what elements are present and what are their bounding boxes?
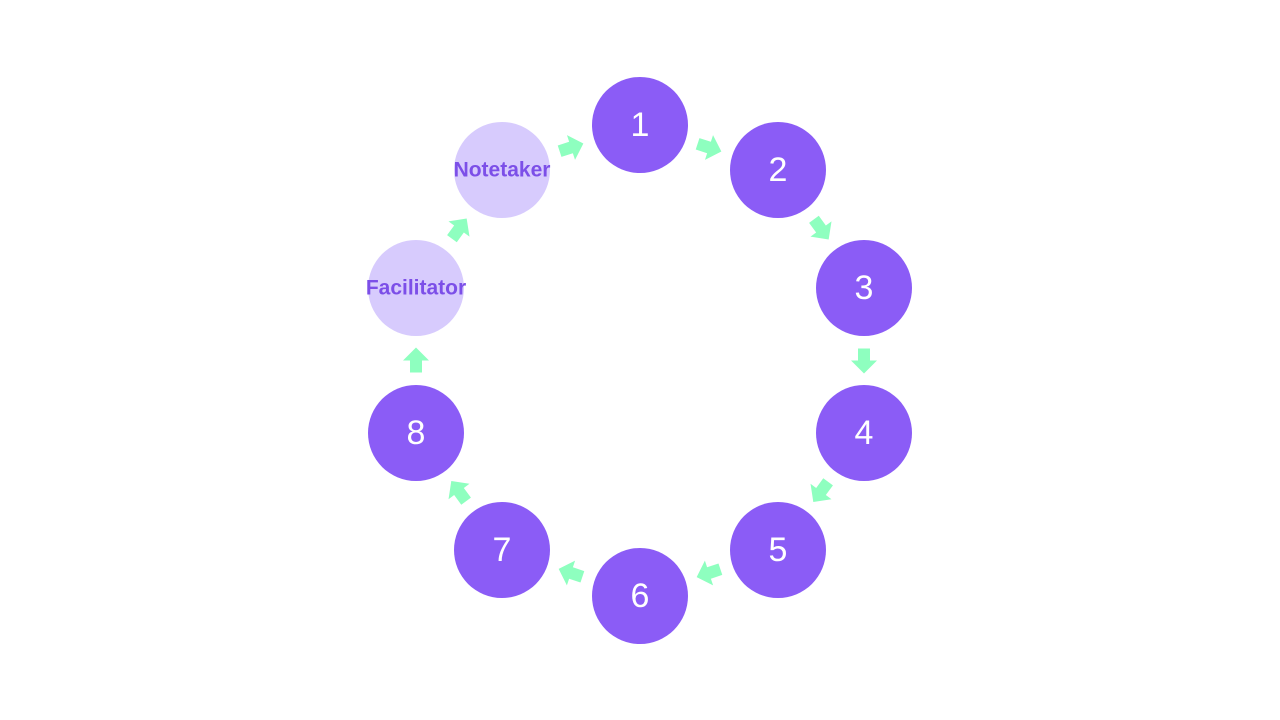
cycle-node-notetaker: Notetaker bbox=[454, 122, 551, 218]
flow-arrow-8 bbox=[403, 347, 429, 373]
arrows-layer bbox=[403, 135, 877, 586]
node-circle bbox=[592, 548, 688, 644]
node-circle bbox=[454, 502, 550, 598]
flow-arrow-10 bbox=[557, 135, 584, 160]
node-circle bbox=[368, 240, 464, 336]
flow-arrow-3 bbox=[851, 348, 877, 374]
flow-arrow-1 bbox=[695, 135, 722, 160]
node-label: 7 bbox=[493, 531, 512, 569]
cycle-node-2: 2 bbox=[730, 122, 826, 218]
cycle-node-3: 3 bbox=[816, 240, 912, 336]
cycle-node-5: 5 bbox=[730, 502, 826, 598]
flow-arrow-9 bbox=[447, 218, 470, 243]
node-label: 4 bbox=[855, 414, 874, 452]
node-circle bbox=[730, 122, 826, 218]
node-circle bbox=[730, 502, 826, 598]
node-circle bbox=[592, 77, 688, 173]
cycle-node-8: 8 bbox=[368, 385, 464, 481]
cycle-node-1: 1 bbox=[592, 77, 688, 173]
flow-arrow-5 bbox=[696, 560, 723, 586]
node-label: 6 bbox=[631, 577, 650, 615]
node-circle bbox=[368, 385, 464, 481]
nodes-layer: 1 2 3 4 5 6 7 8 Facilitator Notetaker bbox=[366, 77, 912, 644]
node-label: 3 bbox=[855, 269, 874, 307]
node-circle bbox=[816, 385, 912, 481]
node-circle bbox=[816, 240, 912, 336]
cycle-node-6: 6 bbox=[592, 548, 688, 644]
flow-arrow-4 bbox=[810, 478, 833, 502]
cycle-node-facilitator: Facilitator bbox=[366, 240, 466, 336]
node-label: 2 bbox=[769, 151, 788, 189]
cycle-node-4: 4 bbox=[816, 385, 912, 481]
node-circle bbox=[454, 122, 550, 218]
node-label: 5 bbox=[769, 531, 788, 569]
node-label: 1 bbox=[631, 106, 650, 144]
flow-arrow-6 bbox=[558, 560, 585, 586]
node-label: 8 bbox=[407, 414, 426, 452]
cycle-node-7: 7 bbox=[454, 502, 550, 598]
flow-arrow-7 bbox=[448, 481, 471, 505]
flow-arrow-2 bbox=[809, 215, 832, 240]
node-label: Notetaker bbox=[454, 159, 551, 182]
node-label: Facilitator bbox=[366, 277, 466, 300]
